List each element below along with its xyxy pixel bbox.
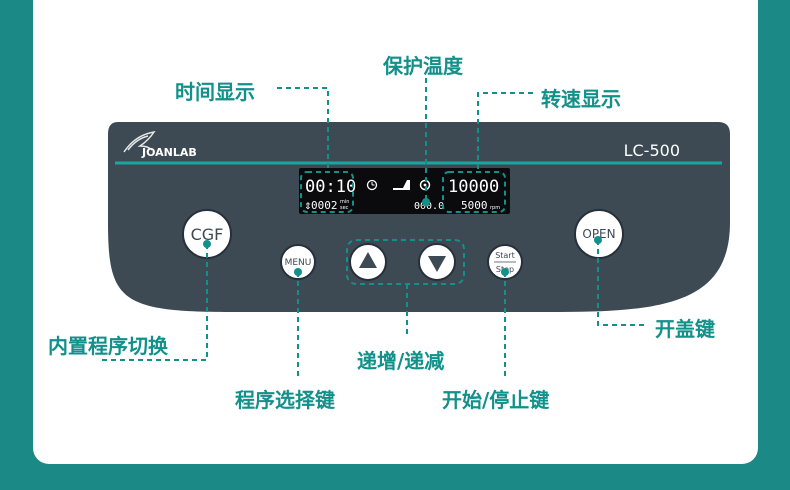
open-button-label: OPEN xyxy=(582,227,615,241)
callout-program-switch: 内置程序切换 xyxy=(48,334,168,358)
temp-value: 000.0 xyxy=(414,201,444,212)
callout-program-select: 程序选择键 xyxy=(235,388,335,412)
time-value: 00:10 xyxy=(305,177,356,197)
start-label: Start xyxy=(495,251,515,260)
brand-name: JOANLAB xyxy=(141,146,197,159)
open-lid-button[interactable]: OPEN xyxy=(574,209,624,259)
callout-lines xyxy=(100,78,645,376)
callout-inc-dec: 递增/递减 xyxy=(357,349,445,373)
callout-speed-display: 转速显示 xyxy=(541,87,621,111)
control-panel xyxy=(108,122,730,312)
brand-logo-icon xyxy=(123,130,156,153)
menu-button[interactable]: MENU xyxy=(280,244,316,280)
cgf-button[interactable]: CGF xyxy=(182,209,232,259)
decrease-button[interactable] xyxy=(418,243,456,281)
speed-value: 10000 xyxy=(448,177,499,197)
arrow-updown-icon: ⇕ xyxy=(304,202,312,212)
callout-lid-open: 开盖键 xyxy=(655,317,715,341)
callout-protect-temp: 保护温度 xyxy=(383,54,463,78)
centrifuge-lid-icon xyxy=(393,180,410,190)
speed-sub-value: 5000 xyxy=(461,199,488,212)
arrow-down-icon xyxy=(428,256,446,272)
unit-sec: sec xyxy=(340,205,349,211)
callout-dots xyxy=(203,198,602,276)
arrow-up-icon xyxy=(359,252,377,268)
lcd-screen xyxy=(299,168,510,214)
clock-icon xyxy=(366,179,378,191)
menu-button-label: MENU xyxy=(285,258,312,268)
callout-start-stop: 开始/停止键 xyxy=(442,388,550,412)
increase-button[interactable] xyxy=(349,243,387,281)
time-sub-value: 0002 xyxy=(311,199,338,212)
unit-rpm: rpm xyxy=(490,205,500,211)
callout-time-display: 时间显示 xyxy=(175,80,255,104)
cgf-button-label: CGF xyxy=(191,225,224,244)
model-name: LC-500 xyxy=(624,141,680,160)
unit-min: min xyxy=(340,199,349,205)
